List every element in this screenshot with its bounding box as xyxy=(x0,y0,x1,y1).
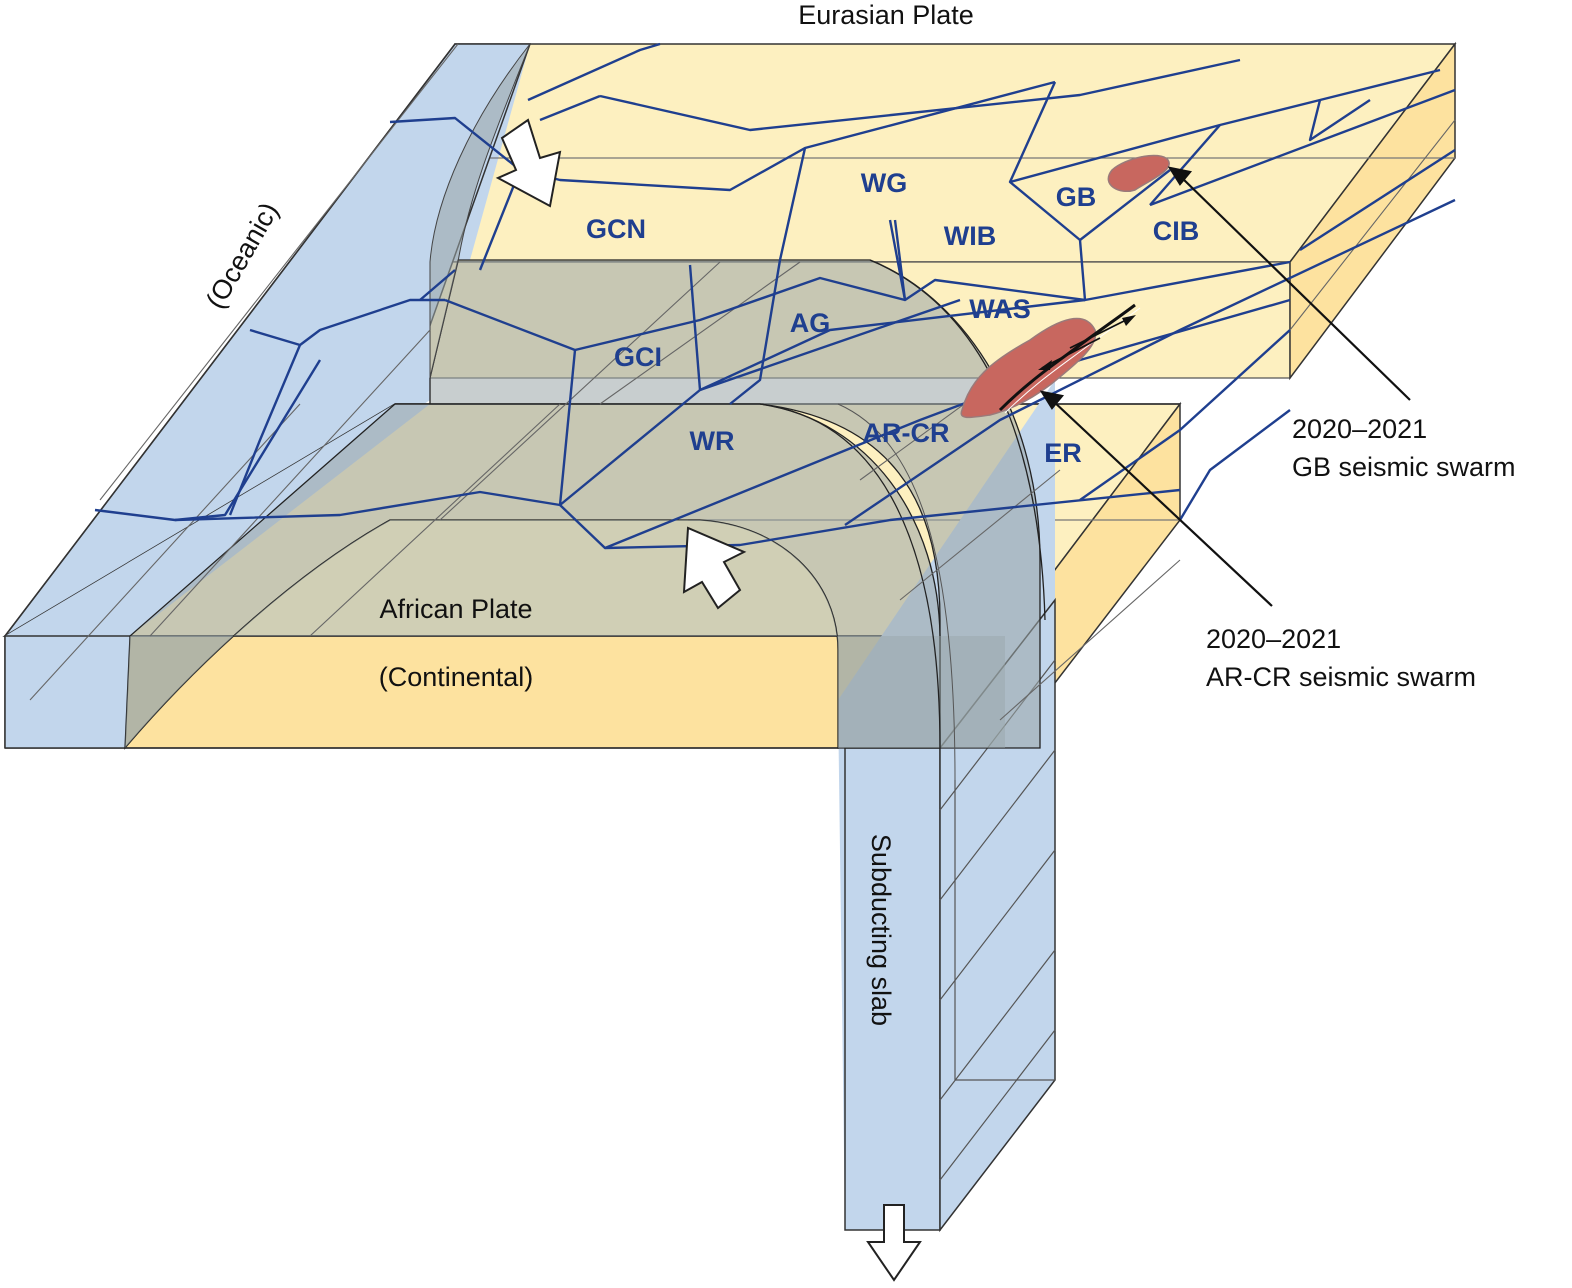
continental-label: (Continental) xyxy=(379,662,534,692)
block-label-er: ER xyxy=(1044,438,1082,468)
block-labels: GCN WG GB WIB CIB WAS AG GCI WR AR-CR ER xyxy=(586,168,1199,468)
lower-top-oceanic xyxy=(5,404,430,636)
gb-swarm-years: 2020–2021 xyxy=(1292,414,1427,444)
oceanic-lower-area xyxy=(5,262,430,636)
african-motion-arrow xyxy=(682,526,747,610)
callout-arrows xyxy=(1039,166,1411,607)
lower-front-overlay xyxy=(125,520,1005,748)
eurasian-plate-label: Eurasian Plate xyxy=(798,0,974,30)
african-plate-label: African Plate xyxy=(379,594,532,624)
ar-cr-swarm-years: 2020–2021 xyxy=(1206,624,1341,654)
slab-sinking-arrow xyxy=(866,1204,922,1282)
block-label-wr: WR xyxy=(690,426,735,456)
ar-cr-swarm-patch xyxy=(960,317,1097,419)
block-label-wib: WIB xyxy=(944,221,996,251)
seismic-swarms xyxy=(960,154,1170,419)
block-label-cib: CIB xyxy=(1153,216,1200,246)
block-label-gb: GB xyxy=(1056,182,1097,212)
grid-lines xyxy=(29,43,1456,721)
swarm-labels: 2020–2021 GB seismic swarm 2020–2021 AR-… xyxy=(1206,414,1516,692)
lower-bend-overlay xyxy=(124,403,941,750)
gb-swarm-patch xyxy=(1107,154,1170,192)
lower-front-oceanic xyxy=(5,636,130,748)
block-label-ag: AG xyxy=(790,308,831,338)
motion-arrows xyxy=(495,118,922,1282)
upper-top-surface xyxy=(429,43,1457,263)
upper-left-overlay xyxy=(429,43,531,379)
block-label-was: WAS xyxy=(969,294,1031,324)
block-label-gci: GCI xyxy=(614,342,662,372)
block-label-ar-cr: AR-CR xyxy=(863,418,950,448)
slab-overlays xyxy=(124,43,1046,781)
ar-cr-swarm-label: AR-CR seismic swarm xyxy=(1206,662,1476,692)
eurasian-motion-arrow xyxy=(495,118,562,208)
block-label-wg: WG xyxy=(861,168,908,198)
block-label-gcn: GCN xyxy=(586,214,646,244)
subducting-slab-label: Subducting slab xyxy=(866,834,896,1026)
gb-swarm-label: GB seismic swarm xyxy=(1292,452,1516,482)
